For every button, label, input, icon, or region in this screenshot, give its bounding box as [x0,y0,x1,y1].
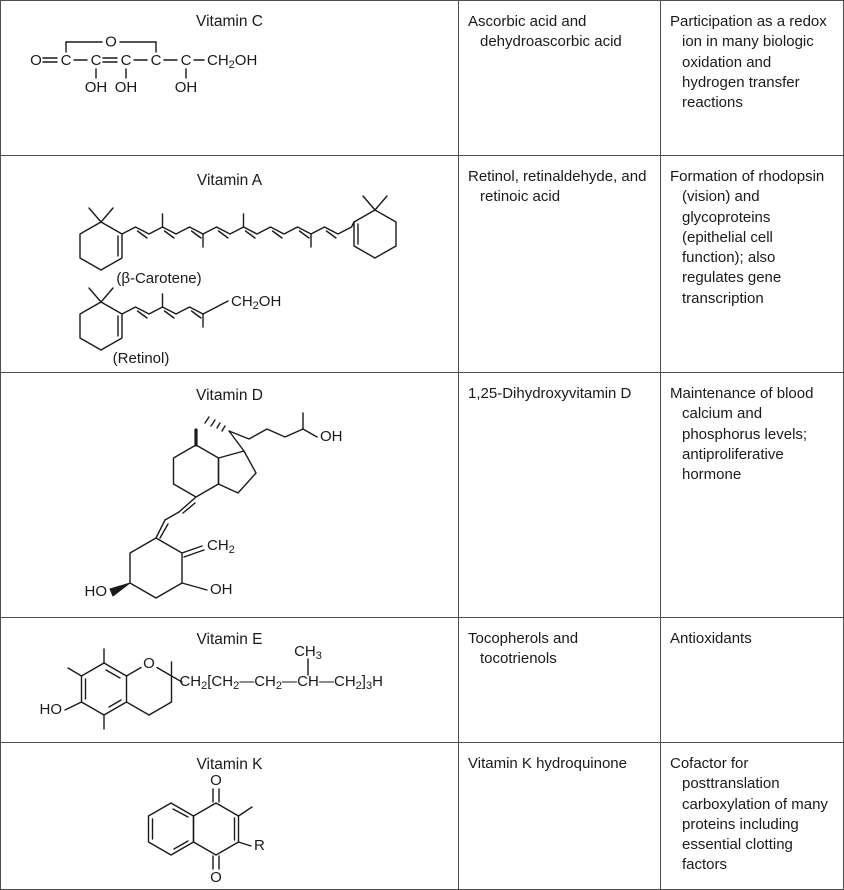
vitamin-e-structure-cell: Vitamin E HO O CH2[CH2—CH2— CH [1,618,459,743]
ch2oh-label: CH2OH [207,52,257,71]
vitamin-e-forms-cell: Tocopherols and tocotrienols [459,618,661,743]
vitamin-d-title: Vitamin D [196,387,263,404]
vitamin-k-structure: O O R [147,772,265,886]
vitamin-d-functions: Maintenance of blood calcium and phospho… [670,385,814,483]
svg-text:OH: OH [175,79,198,96]
top-oxygen-label: O [210,772,222,789]
vitamin-e-functions-cell: Antioxidants [661,618,843,743]
vitamin-d-structure-cell: Vitamin D OH [1,373,459,618]
vitamin-c-functions: Participation as a redox ion in many bio… [670,13,827,111]
svg-text:C: C [91,52,102,69]
vitamin-d-forms-cell: 1,25-Dihydroxyvitamin D [459,373,661,618]
ho-label: HO [40,701,63,718]
svg-text:C: C [151,52,162,69]
retinol-label: (Retinol) [113,350,170,367]
ch2oh-label: CH2OH [231,293,281,312]
svg-text:O: O [30,52,42,69]
exocyclic-ch2-label: CH2 [207,537,235,556]
vitamin-k-structure-cell: Vitamin K O O R [1,743,459,889]
vitamin-a-functions-cell: Formation of rhodopsin (vision) and glyc… [661,156,843,373]
r-group-label: R [254,837,265,854]
vitamin-k-functions-cell: Cofactor for posttranslation carboxylati… [661,743,843,889]
vitamin-c-forms-cell: Ascorbic acid and dehydroascorbic acid [459,1,661,156]
vitamin-k-forms-cell: Vitamin K hydroquinone [459,743,661,889]
svg-text:C: C [121,52,132,69]
chain-branch-label: CH [297,673,319,690]
beta-carotene-label: (β-Carotene) [116,270,201,287]
vitamin-e-structure: HO O CH2[CH2—CH2— CH —CH2]3H CH3 [40,643,383,730]
vitamin-d-forms: 1,25-Dihydroxyvitamin D [468,385,632,402]
vitamin-c-structure-cell: Vitamin C O O C C C C C CH2OH [1,1,459,156]
vitamin-c-functions-cell: Participation as a redox ion in many bio… [661,1,843,156]
vitamin-a-title: Vitamin A [196,172,263,189]
vitamin-c-title: Vitamin C [196,13,263,30]
svg-text:C: C [181,52,192,69]
vitamin-a-forms-cell: Retinol, retinaldehyde, and retinoic aci… [459,156,661,373]
vitamin-e-functions: Antioxidants [670,630,752,647]
vitamin-k-forms: Vitamin K hydroquinone [468,755,627,772]
svg-text:OH: OH [85,79,108,96]
bottom-oxygen-label: O [210,869,222,886]
ring-oh-label: OH [210,581,233,598]
vitamin-k-title: Vitamin K [196,756,263,773]
vitamin-c-structure: O O C C C C C CH2OH OH OH OH [30,34,257,97]
vitamin-k-functions: Cofactor for posttranslation carboxylati… [670,755,828,874]
vitamin-e-forms: Tocopherols and tocotrienols [468,630,579,668]
vitamin-a-functions: Formation of rhodopsin (vision) and glyc… [670,168,825,307]
ch3-label: CH3 [294,643,322,662]
svg-text:C: C [61,52,72,69]
chain-pre-label: CH2[CH2—CH2— [179,673,297,692]
vitamin-a-forms: Retinol, retinaldehyde, and retinoic aci… [468,168,647,206]
ring-oxygen-label: O [143,655,155,672]
vitamin-d-functions-cell: Maintenance of blood calcium and phospho… [661,373,843,618]
ring-ho-label: HO [85,583,108,600]
chain-post-label: —CH2]3H [319,673,383,692]
vitamin-d-structure: OH CH2 OH HO [85,412,343,600]
vitamin-a-structure-cell: Vitamin A (β-Carotene [1,156,459,373]
vitamin-c-forms: Ascorbic acid and dehydroascorbic acid [468,13,622,51]
side-chain-oh-label: OH [320,428,343,445]
vitamin-e-title: Vitamin E [196,631,263,648]
svg-text:OH: OH [115,79,138,96]
ring-oxygen-label: O [105,34,117,51]
vitamin-a-structure: (β-Carotene) CH2OH (Retinol) [79,195,397,367]
